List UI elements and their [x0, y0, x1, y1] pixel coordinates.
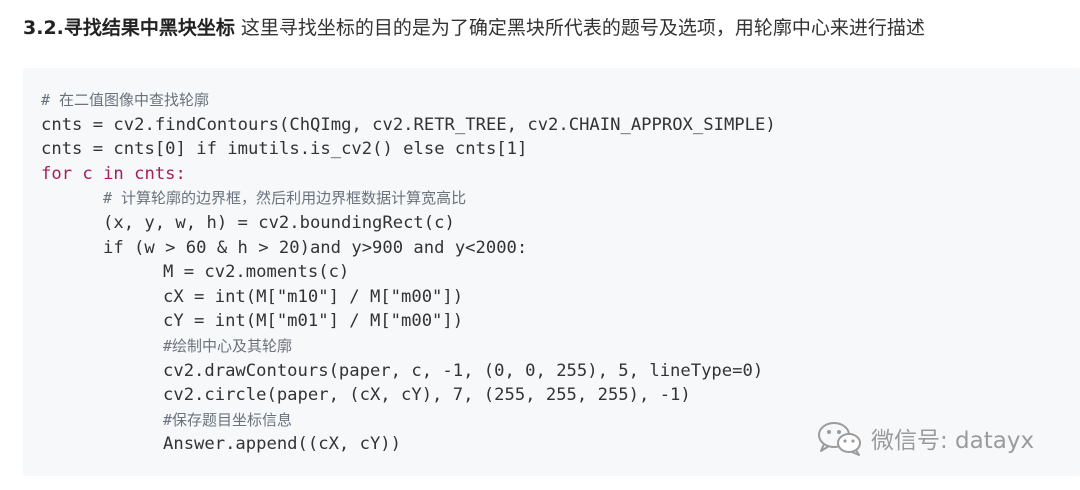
code-comment-line: # 计算轮廓的边界框，然后利用边界框数据计算宽高比	[103, 189, 467, 208]
code-comment-line: #保存题目坐标信息	[163, 410, 293, 429]
watermark-text: 微信号: datayx	[871, 428, 1035, 454]
code-line: cnts = cv2.findContours(ChQImg, cv2.RETR…	[41, 114, 776, 135]
code-line: M = cv2.moments(c)	[163, 262, 350, 283]
code-line: cv2.drawContours(paper, c, -1, (0, 0, 25…	[163, 360, 764, 381]
code-line: Answer.append((cX, cY))	[163, 434, 401, 455]
watermark: 微信号: datayx	[815, 418, 1034, 458]
section-heading-description: 这里寻找坐标的目的是为了确定黑块所代表的题号及选项，用轮廓中心来进行描述	[234, 17, 925, 39]
code-line: cY = int(M["m01"] / M["m00"])	[163, 311, 464, 332]
code-line: if (w > 60 & h > 20)and y>900 and y<2000…	[103, 237, 528, 258]
code-line: cX = int(M["m10"] / M["m00"])	[163, 286, 464, 307]
code-comment-line: #绘制中心及其轮廓	[163, 336, 293, 355]
section-heading-title: 3.2.寻找结果中黑块坐标	[23, 17, 235, 39]
code-block: # 在二值图像中查找轮廓 cnts = cv2.findContours(ChQI…	[23, 68, 1080, 476]
code-line: cv2.circle(paper, (cX, cY), 7, (255, 255…	[163, 385, 691, 406]
wechat-icon	[818, 422, 861, 456]
code-lines: # 在二值图像中查找轮廓 cnts = cv2.findContours(ChQI…	[41, 88, 776, 457]
section-heading: 3.2.寻找结果中黑块坐标 这里寻找坐标的目的是为了确定黑块所代表的题号及选项，…	[23, 14, 1073, 42]
code-comment-line: # 在二值图像中查找轮廓	[41, 91, 210, 109]
code-line: cnts = cnts[0] if imutils.is_cv2() else …	[41, 139, 528, 160]
code-line: (x, y, w, h) = cv2.boundingRect(c)	[103, 212, 455, 233]
code-line: for c in cnts:	[41, 163, 186, 184]
